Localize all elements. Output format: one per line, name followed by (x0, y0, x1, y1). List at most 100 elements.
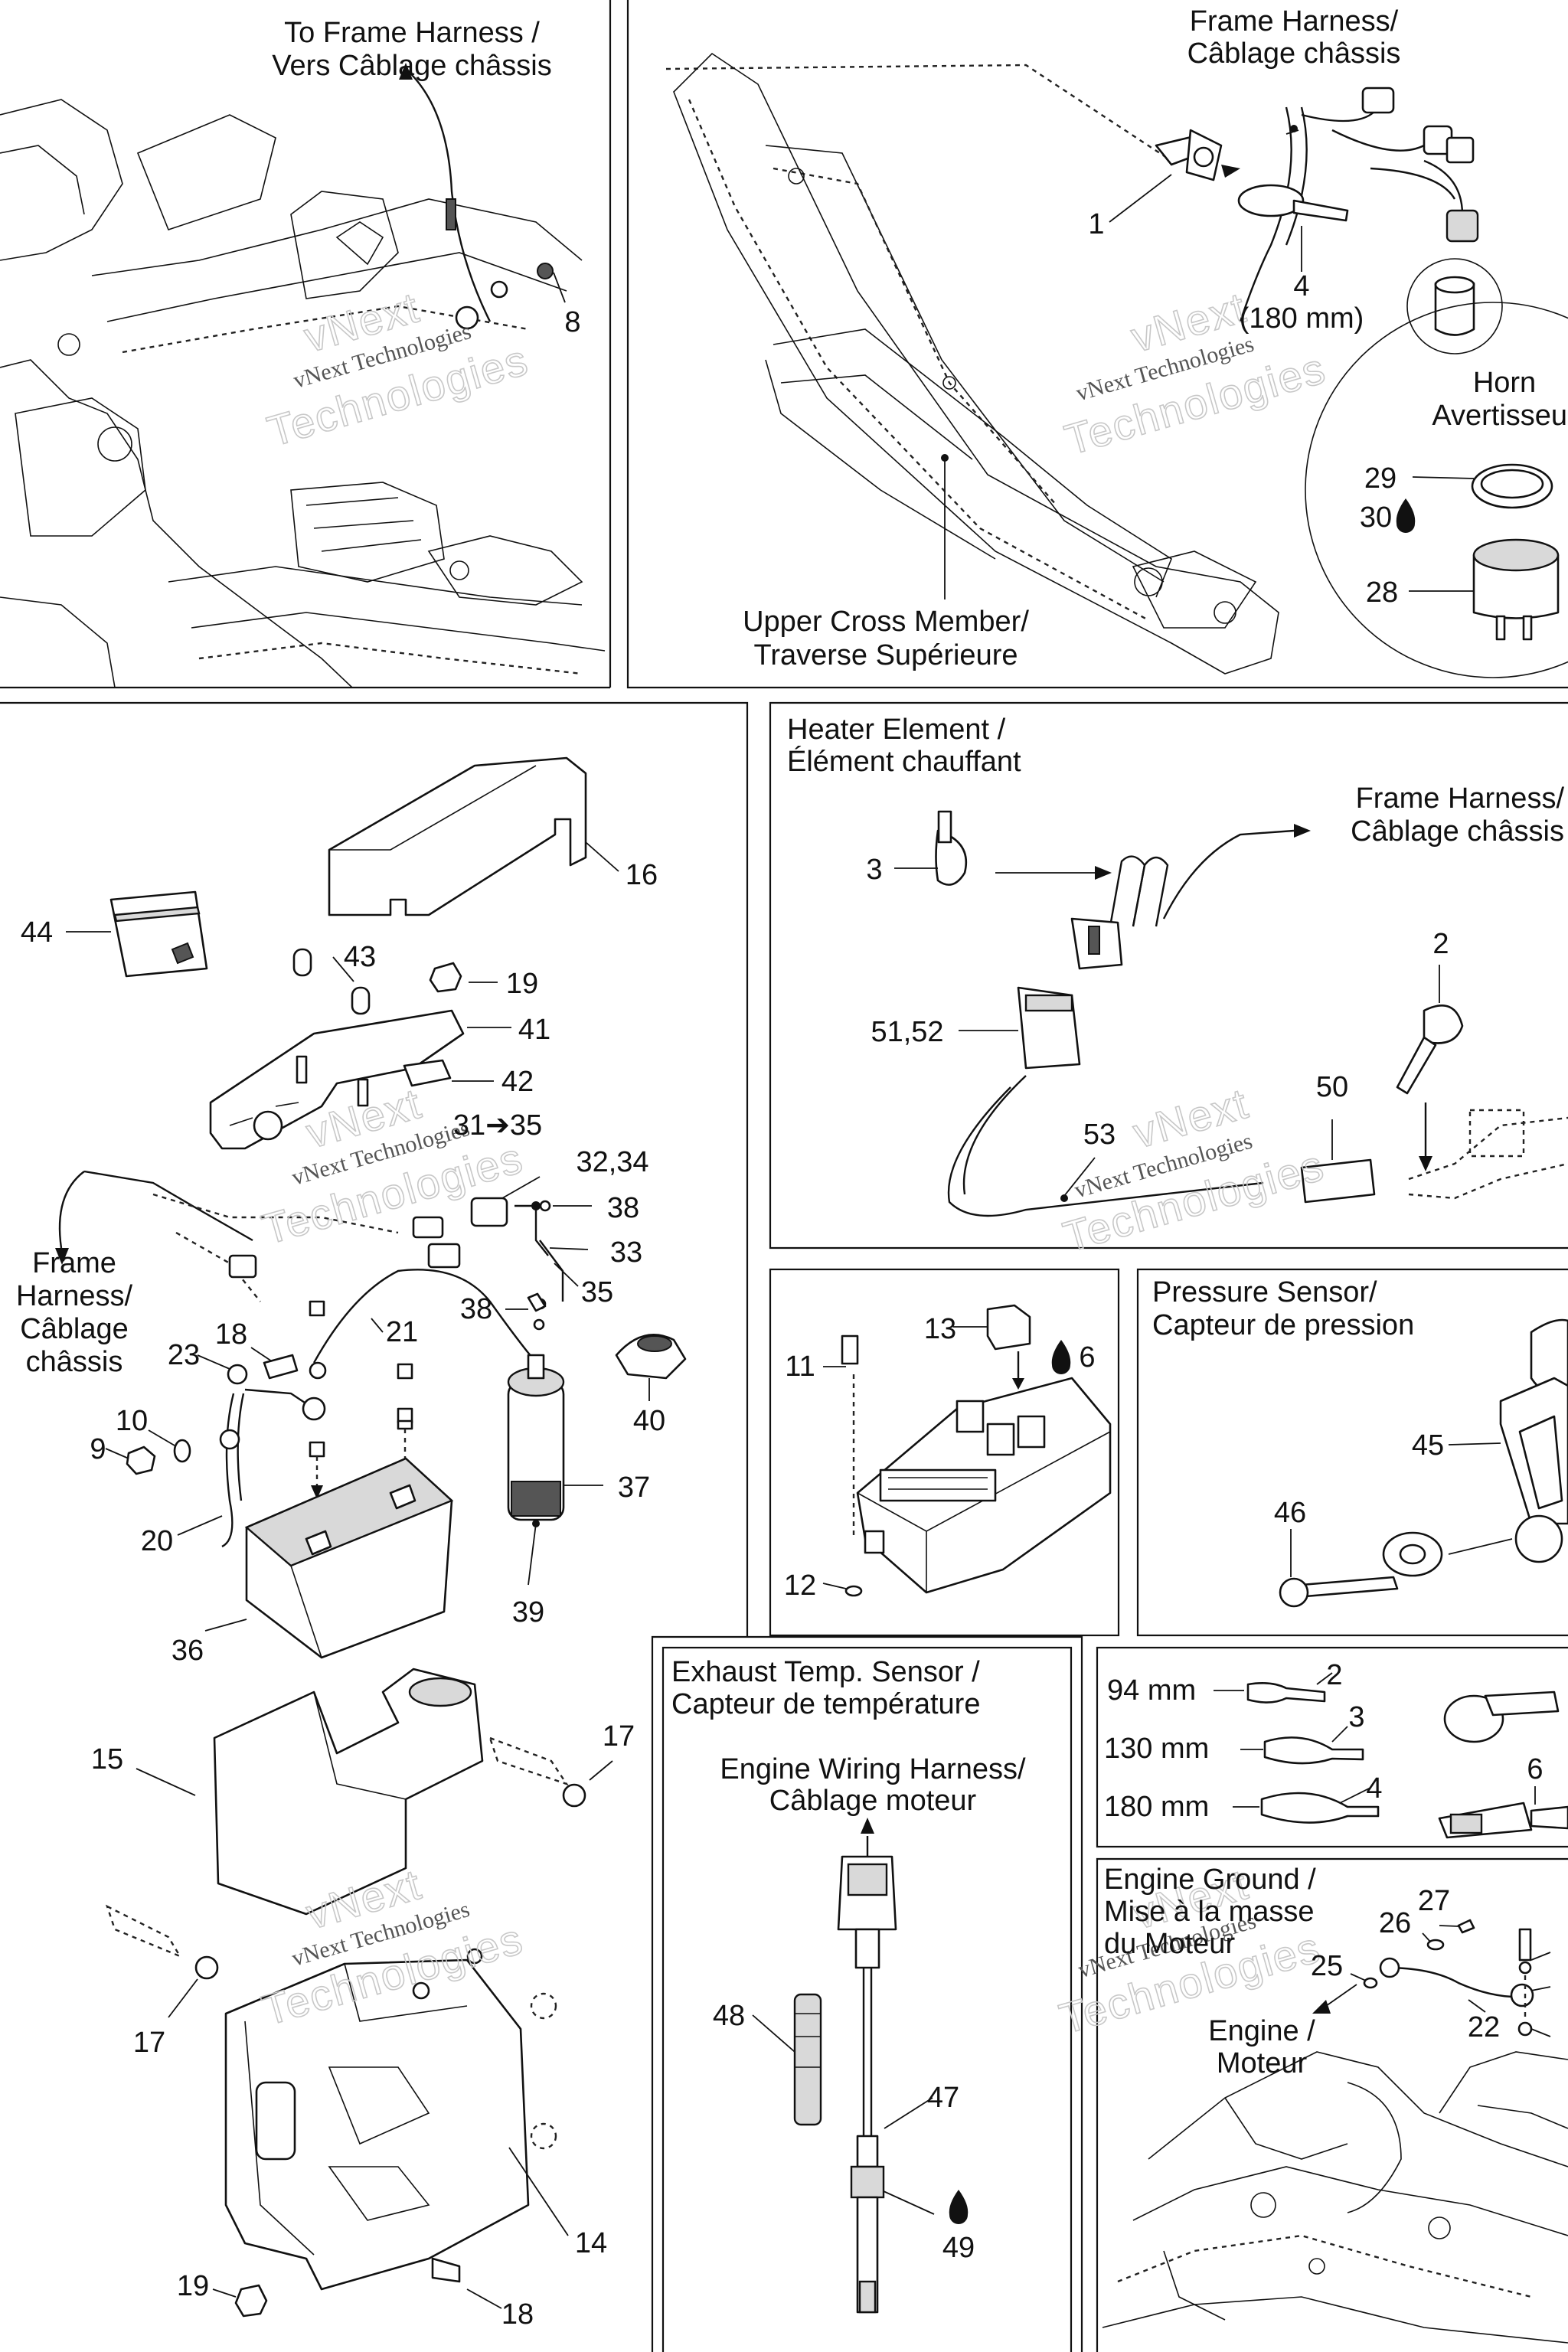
part-number: 46 (1274, 1497, 1306, 1529)
part-number: 19 (506, 968, 538, 1000)
part-number: 4 (1366, 1772, 1382, 1805)
part-number: 25 (1311, 1950, 1343, 1982)
oil-drop-icon (1051, 1340, 1071, 1374)
part-number: 13 (924, 1313, 956, 1345)
part-number: 23 (168, 1339, 200, 1371)
frame-assembly-sketch (0, 63, 606, 688)
captions: To Frame Harness / Vers Câblage châssis … (16, 5, 1568, 2079)
caption-frame-harness-heater: Câblage châssis (1351, 815, 1564, 848)
caption-heater-element: Élément chauffant (787, 745, 1021, 778)
part-number: 39 (512, 1596, 544, 1628)
part-number: 40 (633, 1405, 665, 1437)
caption-engine: Moteur (1217, 2047, 1308, 2079)
part-number: 30 (1360, 501, 1392, 534)
part-number: 18 (501, 2298, 534, 2331)
caption-horn: Horn (1473, 367, 1536, 399)
part-number: 26 (1379, 1907, 1411, 1939)
battery-assembly-sketch (55, 756, 687, 2318)
engine-ground-sketch (1102, 1919, 1568, 2344)
part-number: 36 (172, 1635, 204, 1667)
caption-frame-harness-top: Câblage châssis (1187, 38, 1401, 70)
tie-size-label: 180 mm (1104, 1791, 1209, 1823)
fuse-box-sketch (822, 1304, 1112, 1597)
part-number: 2 (1432, 928, 1449, 960)
part-number: 45 (1412, 1429, 1444, 1462)
part-number: 3 (866, 854, 882, 886)
part-number: 37 (618, 1472, 650, 1504)
part-number: 43 (344, 941, 376, 973)
part-number: 15 (91, 1743, 123, 1775)
part-number: 51,52 (871, 1016, 943, 1048)
part-number-callouts: 1 4 (180 mm) 8 29 30 28 16 44 43 19 41 4… (21, 208, 1544, 2331)
part-number: 6 (1527, 1753, 1543, 1785)
part-number: 20 (141, 1525, 173, 1557)
caption-engine-wiring-harness: Engine Wiring Harness/ (720, 1753, 1026, 1785)
part-number: 18 (215, 1318, 247, 1351)
caption-frame-harness-left: châssis (26, 1346, 123, 1378)
part-number: 53 (1083, 1119, 1116, 1151)
part-number: 29 (1364, 462, 1396, 495)
part-number: 4 (1293, 270, 1309, 302)
part-number: 8 (564, 306, 580, 338)
caption-upper-cross-member: Traverse Supérieure (754, 639, 1018, 671)
part-number: 44 (21, 916, 53, 949)
part-number: 49 (942, 2232, 975, 2264)
part-number: 47 (927, 2082, 959, 2114)
part-number: 48 (713, 2000, 745, 2032)
part-number: 12 (784, 1570, 816, 1602)
caption-to-frame-harness: To Frame Harness / (284, 17, 540, 49)
part-number: 2 (1326, 1659, 1342, 1691)
oil-drop-icon (1396, 498, 1416, 533)
caption-engine-wiring-harness: Câblage moteur (769, 1785, 977, 1817)
tie-size-label: 130 mm (1104, 1733, 1209, 1765)
caption-frame-harness-left: Câblage (20, 1313, 129, 1345)
part-number: 16 (626, 859, 658, 891)
part-number: 11 (785, 1351, 815, 1383)
cable-ties-sketch (1214, 1672, 1568, 1839)
part-size-label: (180 mm) (1240, 302, 1364, 335)
exhaust-temp-sensor-sketch (752, 1818, 935, 2314)
caption-pressure-sensor: Pressure Sensor/ (1152, 1276, 1377, 1308)
caption-exhaust-temp-sensor: Exhaust Temp. Sensor / (671, 1656, 980, 1688)
caption-frame-harness-left: Harness/ (16, 1280, 132, 1312)
caption-frame-harness-left: Frame (32, 1247, 116, 1279)
part-number: 31➔35 (453, 1109, 542, 1142)
part-number: 38 (607, 1192, 639, 1224)
part-number: 22 (1468, 2011, 1500, 2043)
part-number: 35 (581, 1276, 613, 1308)
tie-size-label: 94 mm (1107, 1674, 1196, 1707)
part-number: 14 (575, 2227, 607, 2259)
caption-pressure-sensor: Capteur de pression (1152, 1309, 1414, 1341)
part-number: 27 (1418, 1885, 1450, 1917)
part-number: 17 (133, 2027, 165, 2059)
part-number: 33 (610, 1236, 642, 1269)
caption-engine: Engine / (1208, 2015, 1315, 2047)
caption-frame-harness-heater: Frame Harness/ (1356, 782, 1565, 815)
part-number: 6 (1079, 1341, 1095, 1374)
part-number: 1 (1088, 208, 1104, 240)
caption-exhaust-temp-sensor: Capteur de température (671, 1688, 980, 1720)
caption-horn: Avertisseur (1432, 400, 1568, 432)
caption-engine-ground: Engine Ground / (1104, 1864, 1316, 1896)
part-number: 28 (1366, 577, 1398, 609)
upper-cross-member-sketch (665, 52, 1568, 678)
caption-upper-cross-member: Upper Cross Member/ (743, 606, 1029, 638)
caption-frame-harness-top: Frame Harness/ (1190, 5, 1399, 38)
caption-engine-ground: Mise à la masse (1104, 1896, 1315, 1928)
part-number: 38 (460, 1293, 492, 1325)
oil-drop-icon (949, 2190, 969, 2224)
part-number: 42 (501, 1066, 534, 1098)
heater-element-sketch (894, 810, 1568, 1217)
part-number: 17 (603, 1720, 635, 1753)
part-number: 32,34 (576, 1146, 648, 1178)
part-number: 21 (386, 1316, 418, 1348)
part-number: 19 (177, 2270, 209, 2302)
part-number: 9 (90, 1433, 106, 1465)
caption-engine-ground: du Moteur (1104, 1928, 1235, 1960)
caption-to-frame-harness: Vers Câblage châssis (272, 50, 551, 82)
caption-heater-element: Heater Element / (787, 714, 1006, 746)
pressure-sensor-sketch (1279, 1318, 1568, 1608)
part-number: 50 (1316, 1071, 1348, 1103)
